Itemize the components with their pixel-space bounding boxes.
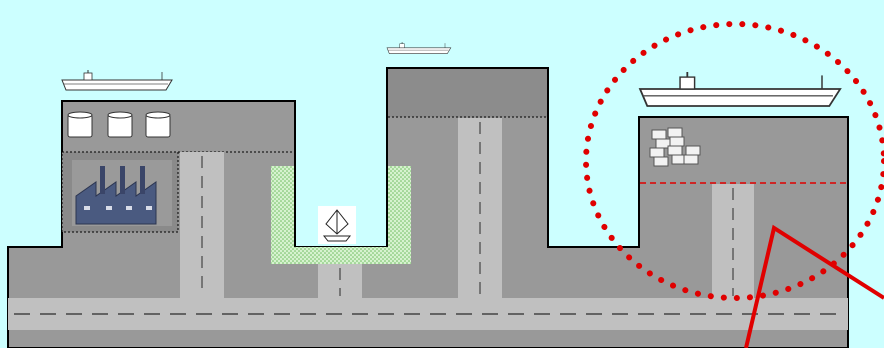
green-zone xyxy=(271,166,411,264)
containers-icon xyxy=(649,127,701,167)
oil-tank-icon xyxy=(107,111,133,138)
red-pointer-lines xyxy=(744,224,884,348)
factory-icon xyxy=(72,160,172,226)
red-dotted-circle xyxy=(583,21,884,301)
oil-tank-icon xyxy=(145,111,171,138)
vertical-roads xyxy=(180,118,754,298)
oil-tank-icon xyxy=(67,111,93,138)
pier-top-zone xyxy=(388,69,547,117)
sailboat-icon xyxy=(318,206,356,244)
